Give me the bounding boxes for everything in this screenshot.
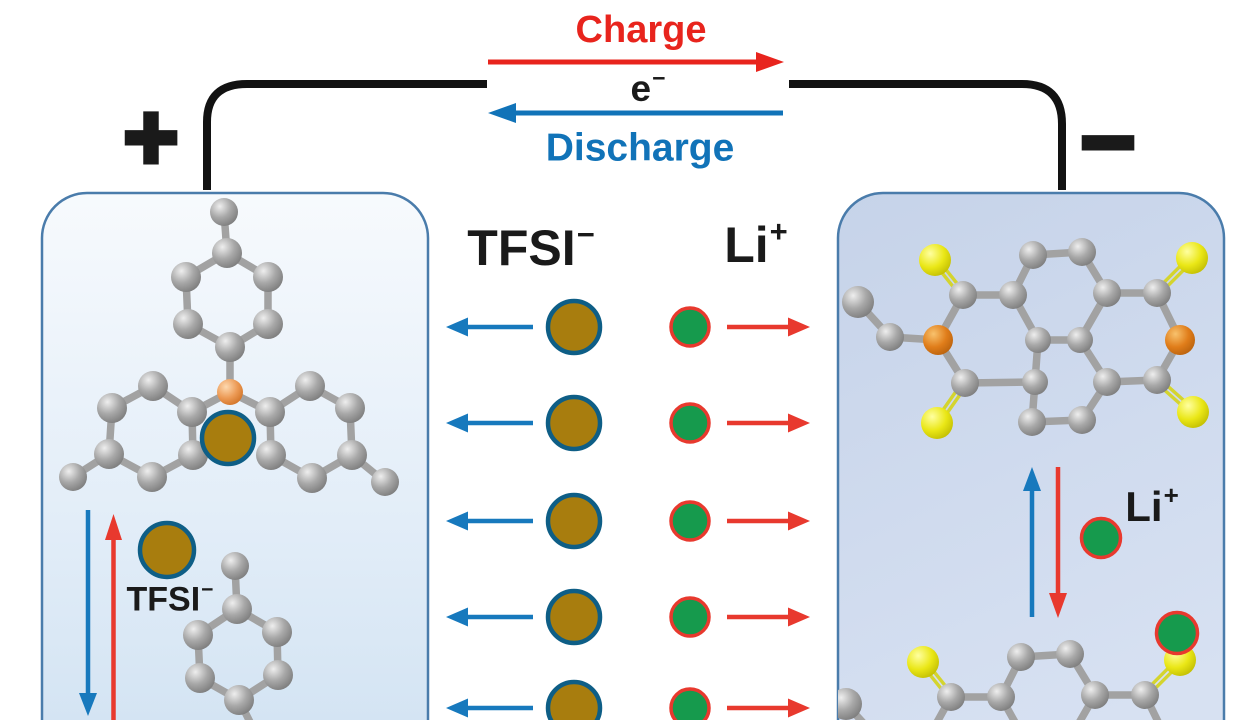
cathode-anion-flux-arrows [79, 510, 122, 720]
anode-cation-flux-arrows [1023, 467, 1067, 618]
cathode-molecule [59, 198, 399, 496]
tfsi-anion-icon [137, 520, 197, 580]
li-cation-icon [1079, 516, 1123, 560]
negative-terminal-sign: − [1078, 89, 1139, 196]
cathode-molecule-fragment [183, 552, 293, 720]
circuit-wire-left [203, 80, 487, 190]
negative-electrode-box [836, 191, 1226, 720]
ion-exchange-row [446, 495, 810, 547]
circuit-wire-right [789, 80, 1066, 190]
cathode-anion-label: TFSI− [126, 578, 214, 619]
discharge-label: Discharge [545, 126, 735, 170]
electrolyte-anion-header: TFSI− [467, 216, 595, 276]
ion-exchange-row [446, 301, 810, 353]
electron-label: e− [630, 65, 666, 110]
charge-label: Charge [575, 9, 707, 51]
anode-cation-label: Li+ [1125, 479, 1179, 530]
discharge-arrow-icon [488, 103, 783, 123]
li-cation-icon [1154, 610, 1200, 656]
ion-exchange-row [446, 397, 810, 449]
tfsi-anion-icon [199, 409, 257, 467]
positive-terminal-sign: + [121, 84, 182, 191]
electrolyte-exchange-rows [446, 301, 810, 720]
ion-exchange-row [446, 591, 810, 643]
charge-arrow-icon [488, 52, 784, 72]
ion-exchange-row [446, 682, 810, 720]
electrolyte-cation-header: Li+ [724, 213, 788, 273]
